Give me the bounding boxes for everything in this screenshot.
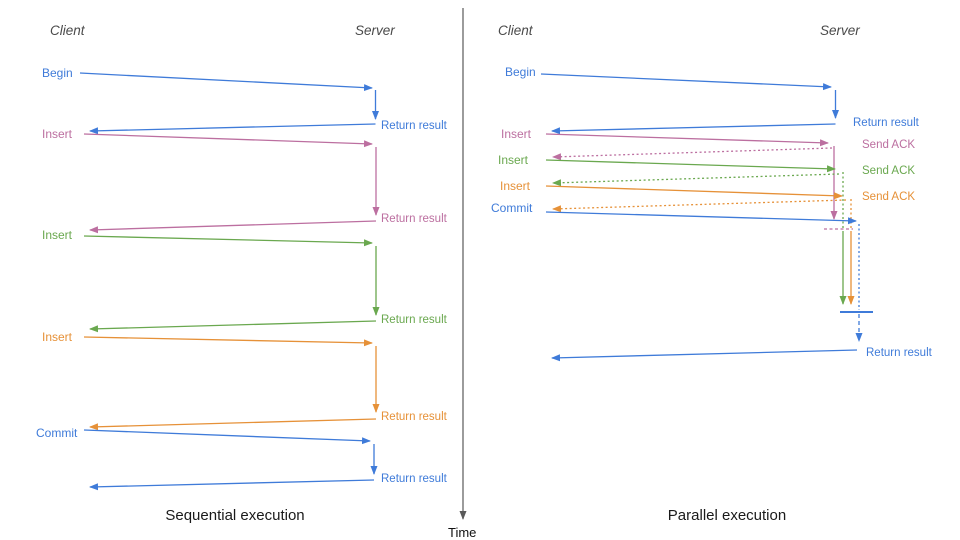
par-begin-request-arrow [540,73,832,91]
par-insert3-ack-arrow [552,199,847,213]
seq-begin-flow [79,72,379,135]
par-begin-result-label: Return result [853,117,920,129]
seq-insert1-return-arrow [89,220,377,234]
seq-insert2-request-arrow [83,235,373,247]
seq-insert1-request-arrow [83,133,373,148]
seq-commit-label: Commit [36,426,78,440]
par-begin-flow [540,73,839,135]
par-insert2-label: Insert [498,153,529,167]
seq-insert2-flow [83,235,380,333]
seq-insert2-label: Insert [42,228,73,242]
par-insert3-ack-label: Send ACK [862,191,915,203]
seq-begin-label: Begin [42,66,73,80]
seq-commit-result-label: Return result [381,473,448,485]
par-insert2-flow [545,159,847,305]
par-insert1-ack-label: Send ACK [862,139,915,151]
par-commit-label: Commit [491,201,533,215]
par-insert3-label: Insert [500,179,531,193]
seq-commit-return-arrow [89,479,375,491]
seq-insert3-label: Insert [42,330,73,344]
seq-insert2-return-arrow [89,320,377,333]
par-commit-flow [545,211,873,362]
par-commit-request-arrow [545,211,857,225]
seq-insert1-result-label: Return result [381,213,448,225]
seq-begin-result-label: Return result [381,120,448,132]
par-begin-return-arrow [551,123,836,135]
par-insert2-ack-label: Send ACK [862,165,915,177]
seq-insert2-result-label: Return result [381,314,448,326]
seq-insert1-flow [83,133,380,234]
seq-begin-request-arrow [79,72,373,92]
par-begin-label: Begin [505,65,536,79]
par-commit-result-label: Return result [866,347,933,359]
par-insert1-flow [545,133,853,230]
seq-insert3-request-arrow [83,336,373,347]
par-insert2-request-arrow [545,159,836,173]
left-client-header: Client [50,23,86,38]
left-server-header: Server [355,23,395,38]
right-client-header: Client [498,23,534,38]
seq-insert3-return-arrow [89,418,377,431]
par-insert2-ack-arrow [552,173,840,187]
sequential-panel: Client Server Begin Return result Insert… [36,23,448,524]
seq-insert3-flow [83,336,380,431]
seq-commit-flow [83,429,378,491]
seq-insert1-label: Insert [42,127,73,141]
seq-begin-return-arrow [89,123,376,135]
par-insert1-ack-arrow [552,147,833,161]
parallel-panel: Client Server Begin Return result Insert… [491,23,933,524]
parallel-title: Parallel execution [668,507,786,524]
par-insert1-label: Insert [501,127,532,141]
seq-commit-request-arrow [83,429,371,445]
par-commit-return-arrow [551,349,858,362]
seq-insert3-result-label: Return result [381,411,448,423]
par-insert3-flow [545,185,855,305]
sequential-title: Sequential execution [165,507,304,524]
time-axis-label: Time [448,525,476,540]
right-server-header: Server [820,23,860,38]
par-insert3-request-arrow [545,185,843,200]
par-insert1-request-arrow [545,133,829,147]
